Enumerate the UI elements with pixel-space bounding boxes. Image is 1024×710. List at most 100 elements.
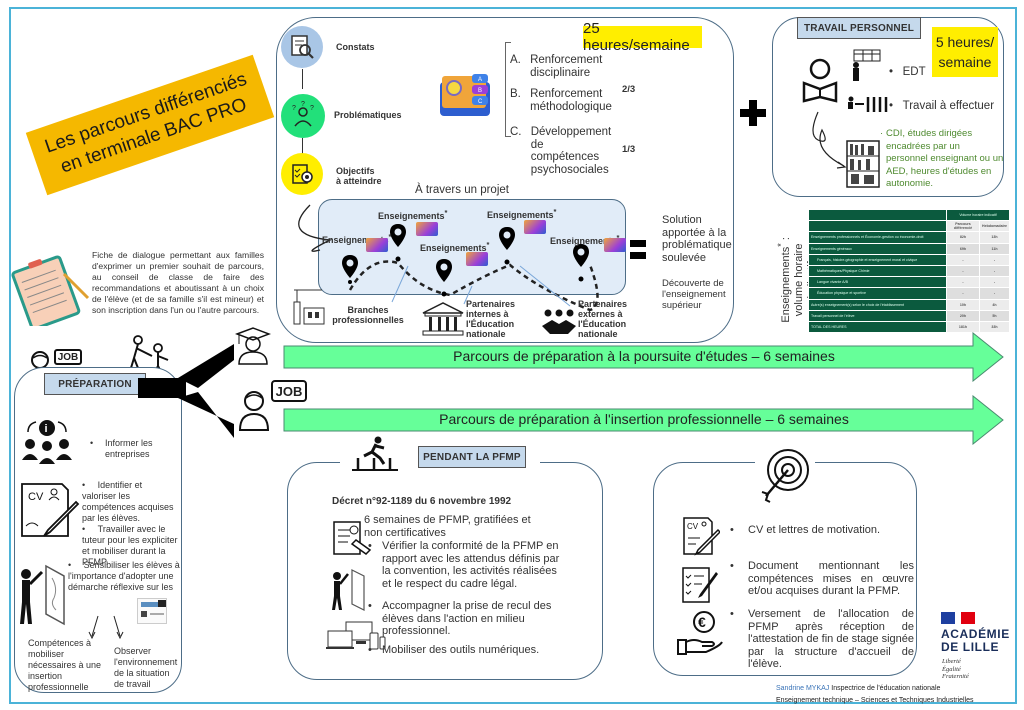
partner-internes: Partenaires internes à l'Éducation natio… — [466, 299, 516, 339]
timetable-teacher-icon — [853, 49, 881, 81]
reading-person-icon — [802, 58, 838, 103]
svg-text:C: C — [478, 99, 483, 105]
table-row: Langue vivante A/B-- — [808, 276, 1010, 289]
academy-name: ACADÉMIE DE LILLE — [941, 627, 1010, 654]
pin-label-4: Enseignements* — [487, 207, 557, 220]
teaching-card-icon — [524, 220, 546, 234]
pointer-lines — [391, 265, 571, 307]
sub-arrows — [88, 615, 124, 640]
dialogue-text: Fiche de dialogue permettant aux famille… — [92, 250, 264, 315]
arrow-poursuite-etudes: Parcours de préparation à la poursuite d… — [283, 332, 1005, 382]
option-b-label: Renforcement méthodologique — [530, 88, 612, 113]
solution-text: Solution apportée à la problématique sou… — [662, 214, 732, 264]
option-a-label: Renforcement disciplinaire — [530, 54, 603, 79]
step-label-objectifs: Objectifs à atteindre — [336, 166, 382, 186]
item-travail: • Travail à effectuer — [889, 100, 995, 112]
arrow-label-poursuite: Parcours de préparation à la poursuite d… — [453, 348, 835, 364]
pin-label-2: Enseignements* — [378, 208, 448, 221]
hours-tag-25: 25 heures/semaine — [583, 20, 702, 54]
loop-arrow — [812, 111, 847, 169]
person-questions-icon: ??? — [292, 101, 314, 127]
page-frame — [9, 7, 1017, 704]
discovery-text: Découverte de l'enseignement supérieur — [662, 278, 726, 311]
step-arrow — [302, 138, 303, 154]
pin-label-5: Enseignements* — [550, 233, 619, 246]
preparation-header: PRÉPARATION — [44, 373, 146, 395]
legal-document-icon — [333, 521, 372, 555]
pfmp-decree: Décret n°92-1189 du 6 novembre 1992 — [332, 496, 512, 507]
group-work-icon — [848, 96, 888, 112]
arrow-insertion-pro: Parcours de préparation à l'insertion pr… — [283, 395, 1005, 445]
svg-text:CV: CV — [28, 491, 44, 503]
after-item-cv: •CV et lettres de motivation. — [730, 524, 881, 536]
map-pin-icon — [573, 244, 589, 282]
equals-icon — [630, 240, 646, 247]
map-pin-icon — [390, 224, 406, 262]
pfmp-item-accompany: •Accompagner la prise de recul des élève… — [368, 600, 552, 637]
prep-item-inform: •Informer les entreprises — [90, 438, 153, 459]
euro-hand-icon: € — [677, 611, 723, 655]
institution-icon — [422, 302, 464, 336]
document-thumbnail-icon — [137, 598, 167, 624]
problematiques-step: ??? — [281, 94, 325, 138]
objectifs-step — [281, 153, 323, 195]
branch-connector — [138, 344, 234, 438]
sub-observer: Observer l'environnement de la situation… — [114, 646, 178, 689]
svg-text:?: ? — [292, 105, 296, 112]
table-row: Autre(s) enseignement(s) selon le choix … — [808, 298, 1010, 311]
personal-work-header: TRAVAIL PERSONNEL — [797, 17, 921, 39]
hurdle-runner-icon — [352, 436, 398, 471]
factory-icon — [293, 289, 325, 325]
map-pin-icon — [436, 259, 452, 297]
clipboard-icon — [11, 255, 90, 326]
checklist-target-icon — [292, 164, 313, 184]
reflection-mirror-icon — [20, 564, 65, 626]
pfmp-item-digital: •Mobiliser des outils numériques. — [368, 644, 540, 656]
svg-text:?: ? — [310, 105, 314, 112]
job-badge: JOB — [271, 380, 307, 402]
pin-label-3: Enseignements* — [420, 240, 490, 253]
author-line: Sandrine MYKAJ Inspectrice de l'éducatio… — [776, 685, 940, 692]
handshake-icon — [542, 309, 576, 334]
svg-text:B: B — [478, 88, 482, 94]
svg-text:?: ? — [301, 101, 305, 108]
option-a: A. Renforcement disciplinaire — [510, 54, 603, 79]
timetable-table: Volume horaire indicatif Parcours différ… — [808, 208, 1010, 334]
step-label-problematiques: Problématiques — [334, 110, 402, 120]
checklist-pen-icon — [682, 567, 718, 603]
after-item-allocation: •Versement de l'allocation de PFMP après… — [730, 608, 914, 670]
teaching-card-icon — [416, 222, 438, 236]
map-pin-icon — [342, 255, 358, 284]
table-header-row: Volume horaire indicatif — [808, 208, 1010, 222]
option-c-label: Développement de compétences psychosocia… — [530, 126, 612, 176]
teaching-card-icon — [466, 252, 488, 266]
item-edt: • EDT — [889, 66, 926, 78]
project-title: À travers un projet — [415, 184, 509, 196]
pfmp-item-verify: •Vérifier la conformité de la PFMP en ra… — [368, 540, 560, 590]
person-icon — [238, 391, 270, 431]
svg-text:CV: CV — [687, 522, 699, 531]
reflection-mirror-icon — [332, 569, 365, 611]
svg-text:i: i — [45, 423, 48, 435]
pin-label-1: Enseignements* — [322, 232, 392, 245]
prep-item-identify: • Identifier et valoriser les compétence… — [82, 480, 178, 567]
journey-path — [298, 204, 599, 312]
department-line: Enseignement technique – Sciences et Tec… — [776, 697, 974, 704]
pfmp-header: PENDANT LA PFMP — [418, 446, 526, 468]
constats-step — [281, 26, 323, 68]
svg-text:A: A — [478, 77, 482, 83]
job-badge: JOB — [54, 349, 82, 365]
bookshelf-icon — [846, 140, 880, 188]
cdi-text: ·CDI, études dirigées encadrées par un p… — [880, 128, 1004, 189]
after-item-document: •Document mentionnant les compétences mi… — [730, 560, 914, 597]
option-b: B. Renforcement méthodologique — [510, 88, 612, 113]
cv-pen-icon: CV — [683, 517, 720, 556]
target-arrow-icon — [761, 449, 809, 503]
hours-tag-5: 5 heures/ semaine — [932, 27, 998, 77]
option-c: C. Développement de compétences psychoso… — [510, 126, 612, 176]
teaching-card-icon — [604, 238, 626, 252]
arrow-label-insertion: Parcours de préparation à l'insertion pr… — [439, 411, 849, 427]
devices-icon — [326, 621, 386, 650]
